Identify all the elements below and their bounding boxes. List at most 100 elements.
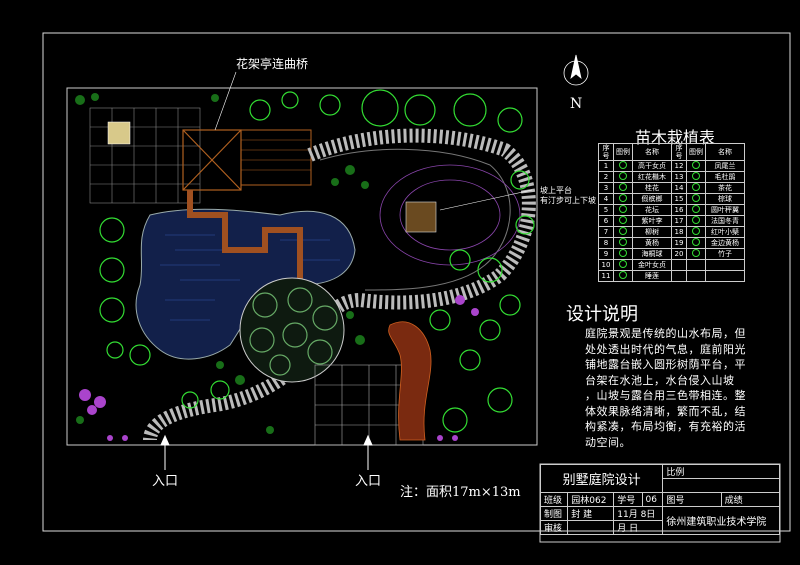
id-label: 学号 (613, 492, 643, 507)
entrance-arrows (160, 434, 373, 470)
legend-number: 10 (598, 259, 614, 271)
legend-number: 12 (671, 160, 687, 172)
plant-symbols (99, 89, 535, 433)
legend-title: 苗木栽植表 (635, 128, 716, 147)
legend-symbol (686, 215, 706, 227)
slope-leader (439, 189, 533, 211)
legend-number: 7 (598, 226, 614, 238)
drawing-border (42, 32, 791, 532)
legend-name: 柳树 (632, 226, 672, 238)
legend-name: 金边黄杨 (705, 237, 745, 249)
date-checked: 月 日 (613, 520, 664, 535)
legend-symbol (686, 259, 706, 271)
legend-number: 8 (598, 237, 614, 249)
legend-number: 13 (671, 171, 687, 183)
legend-header-cell: 图例 (686, 143, 706, 161)
legend-symbol (613, 237, 633, 249)
legend-symbol (613, 259, 633, 271)
legend-symbol (686, 226, 706, 238)
legend-name (705, 270, 745, 282)
legend-number: 14 (671, 182, 687, 194)
legend-number: 18 (671, 226, 687, 238)
description-body: 庭院景观是传统的山水布局，但 处处透出时代的气息，庭前阳光 铺地露台嵌入圆形树荫… (585, 326, 746, 450)
legend-symbol (613, 160, 633, 172)
legend-number: 19 (671, 237, 687, 249)
date-drawn: 11月 8日 (613, 506, 664, 521)
legend-number: 6 (598, 215, 614, 227)
description-line: 处处透出时代的气息，庭前阳光 (585, 342, 746, 356)
description-line: 体效果脉络清晰，繁而不乱，结 (585, 404, 746, 418)
legend-name: 红花檵木 (632, 171, 672, 183)
legend-symbol (613, 270, 633, 282)
legend-number: 5 (598, 204, 614, 216)
legend-number: 1 (598, 160, 614, 172)
check-value (567, 520, 615, 535)
legend-symbol (686, 160, 706, 172)
pergola-leader (214, 71, 237, 131)
legend-name: 竹子 (705, 248, 745, 260)
legend-symbol (613, 215, 633, 227)
legend-header-cell: 图例 (613, 143, 633, 161)
pergola (182, 129, 312, 191)
legend-row: 11 睡莲 (598, 270, 745, 282)
entrance-label-left: 入口 (152, 474, 179, 489)
legend-name: 桂花 (632, 182, 672, 194)
drawn-label: 制图 (539, 506, 569, 521)
color-band (388, 321, 432, 441)
stone-path (143, 128, 536, 442)
legend-number: 11 (598, 270, 614, 282)
description-line: 庭院景观是传统的山水布局，但 (585, 327, 746, 340)
legend-number: 4 (598, 193, 614, 205)
school-name: 徐州建筑职业技术学院 (662, 506, 780, 535)
north-arrow (563, 54, 589, 86)
fig-label: 图号 (662, 492, 722, 507)
legend-name: 棕球 (705, 193, 745, 205)
class-value: 园林062 (567, 492, 615, 507)
check-label: 审核 (539, 520, 569, 535)
description-line: 台架在水池上，水台侵入山坡 (585, 373, 735, 387)
legend-symbol (613, 193, 633, 205)
zigzag-bridge (187, 190, 303, 280)
legend-number: 3 (598, 182, 614, 194)
legend-number (671, 270, 687, 282)
scale-value (662, 478, 780, 493)
slope-contours (379, 164, 521, 266)
water-hatch (160, 234, 340, 321)
area-note: 注：面积17m×13m (400, 485, 521, 500)
legend-header-row: 序号图例名称序号图例名称 (598, 143, 745, 161)
legend-number: 2 (598, 171, 614, 183)
class-label: 班级 (539, 492, 569, 507)
stone-path-inner (319, 148, 511, 291)
legend-number: 15 (671, 193, 687, 205)
purple-flowers (79, 295, 479, 441)
scale-label: 比例 (662, 464, 780, 479)
table-set (107, 121, 131, 145)
legend-number: 9 (598, 248, 614, 260)
legend-name: 睡莲 (632, 270, 672, 282)
pergola-slats (241, 139, 311, 171)
legend-symbol (613, 226, 633, 238)
legend-name: 花坛 (632, 204, 672, 216)
paved-terrace (89, 107, 201, 204)
legend-name: 凤尾兰 (705, 160, 745, 172)
legend-name: 紫叶李 (632, 215, 672, 227)
legend-symbol (686, 182, 706, 194)
legend-header-cell: 名称 (705, 143, 745, 161)
shrub-clusters (75, 93, 369, 434)
legend-symbol (613, 204, 633, 216)
legend-symbol (686, 171, 706, 183)
drawn-value: 封 建 (567, 506, 615, 521)
legend-header-cell: 序号 (598, 143, 614, 161)
legend-number (671, 259, 687, 271)
id-value: 06 (641, 492, 664, 507)
slope-note-line1: 坡上平台 (540, 186, 572, 195)
